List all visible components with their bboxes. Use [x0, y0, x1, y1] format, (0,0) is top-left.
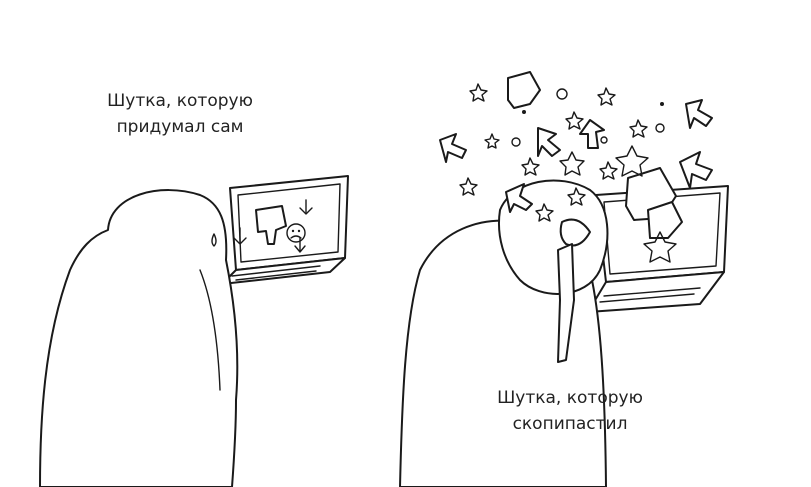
star-icon — [459, 83, 677, 263]
right-blob-character — [399, 179, 609, 487]
smiley-icon — [511, 88, 665, 147]
right-caption-line1: Шутка, которую — [497, 388, 643, 408]
thumbs-down-icon — [255, 205, 287, 245]
left-caption: Шутка, которую придумал сам — [80, 88, 280, 140]
left-scene — [39, 175, 349, 487]
sad-face-icon — [286, 223, 306, 243]
left-caption-line2: придумал сам — [116, 117, 244, 137]
arrow-icon — [439, 99, 713, 213]
right-caption: Шутка, которую скопипастил — [470, 385, 670, 437]
left-caption-line1: Шутка, которую — [107, 91, 253, 111]
left-blob-character — [39, 189, 239, 487]
arrow-icon — [233, 199, 313, 253]
thumbs-up-icon — [507, 71, 683, 239]
left-laptop — [221, 175, 349, 285]
right-scene — [399, 71, 729, 487]
right-caption-line2: скопипастил — [512, 414, 628, 434]
